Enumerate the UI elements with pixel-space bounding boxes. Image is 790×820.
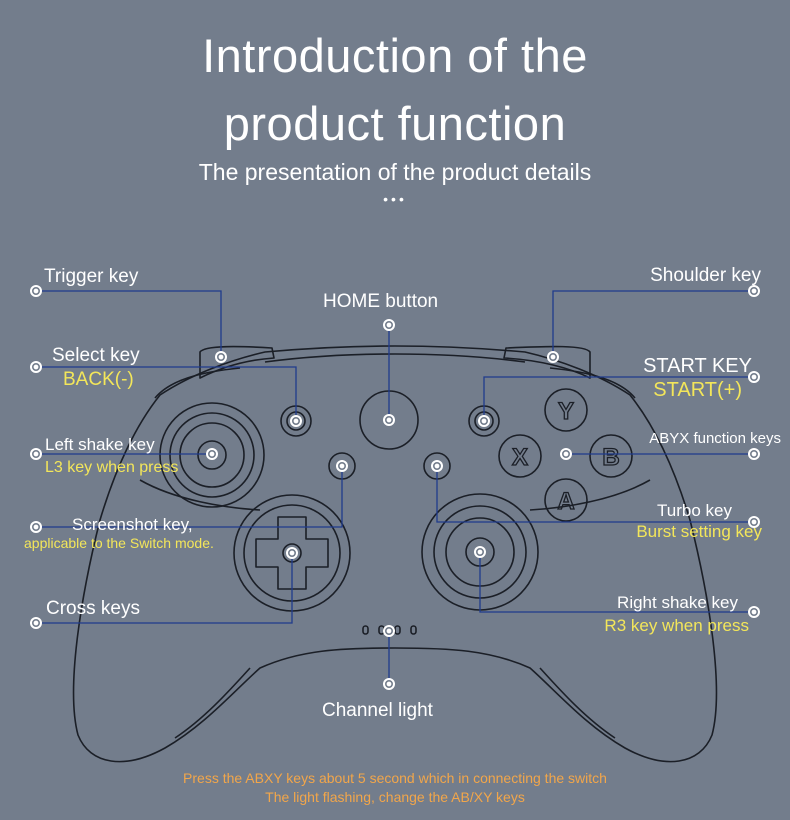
dot-abyx <box>559 447 573 461</box>
label-back-key: BACK(-) <box>63 369 134 390</box>
title-line-2: product function <box>223 97 567 150</box>
controller-top-edge <box>264 353 526 363</box>
y-button-label: Y <box>558 398 574 425</box>
dot-right-stick-label <box>747 605 761 619</box>
footer-note-line-1: Press the ABXY keys about 5 second which… <box>183 770 607 786</box>
dot-home-label <box>382 318 396 332</box>
label-start-plus: START(+) <box>653 379 742 401</box>
a-button-shape <box>544 478 588 522</box>
label-select-key: Select key <box>52 345 140 366</box>
left-stick-center <box>197 440 227 470</box>
label-right-shake-key: Right shake key <box>617 593 738 612</box>
controller-face-edge <box>139 479 261 511</box>
channel-led-1 <box>362 625 369 635</box>
a-button-label: A <box>557 488 574 515</box>
controller-face-edge-r <box>529 479 651 511</box>
dot-channel-label <box>382 677 396 691</box>
dot-shoulder <box>546 350 560 364</box>
dot-shoulder-label <box>747 284 761 298</box>
footer-note-line-2: The light flashing, change the AB/XY key… <box>265 789 525 805</box>
left-stick-ring <box>169 412 255 498</box>
ellipsis-dots: ••• <box>383 191 407 207</box>
label-r3-key: R3 key when press <box>604 616 749 635</box>
dot-trigger-label <box>29 284 43 298</box>
y-button-shape <box>544 388 588 432</box>
dot-channel <box>382 624 396 638</box>
dot-left-stick <box>205 447 219 461</box>
dot-right-stick <box>473 545 487 559</box>
leader-select <box>36 366 297 421</box>
label-start-key: START KEY <box>643 355 752 377</box>
leader-turbo <box>436 466 754 523</box>
b-button-label: B <box>602 444 619 471</box>
label-l3-key: L3 key when press <box>45 459 179 476</box>
dot-abyx-label <box>747 447 761 461</box>
dot-turbo <box>430 459 444 473</box>
dot-cross <box>285 546 299 560</box>
left-stick-ring-outer <box>159 402 265 508</box>
leader-lines <box>36 290 754 684</box>
label-abyx-keys: ABYX function keys <box>649 430 781 447</box>
label-screenshot-key: Screenshot key, <box>72 515 193 534</box>
dot-start <box>477 414 491 428</box>
dot-left-stick-label <box>29 447 43 461</box>
controller-lower-inner <box>174 667 251 739</box>
channel-led-3 <box>394 625 401 635</box>
leader-trigger <box>36 290 222 357</box>
dot-home <box>382 413 396 427</box>
label-home-button: HOME button <box>323 291 439 312</box>
title-line-1: Introduction of the <box>202 29 588 82</box>
dot-screenshot-label <box>29 520 43 534</box>
x-button-shape <box>498 434 542 478</box>
label-trigger-key: Trigger key <box>44 266 139 287</box>
x-button-label: X <box>512 444 528 471</box>
left-stick-cap <box>179 422 245 488</box>
controller-outline <box>72 345 718 763</box>
label-cross-keys: Cross keys <box>46 598 140 619</box>
label-turbo-key: Turbo key <box>657 501 732 520</box>
page-subtitle: The presentation of the product details <box>198 159 592 185</box>
dot-cross-label <box>29 616 43 630</box>
leader-start <box>483 376 754 421</box>
left-trigger-shape <box>199 345 275 379</box>
label-channel-light: Channel light <box>322 700 433 721</box>
b-button-shape <box>589 434 633 478</box>
leader-right-stick <box>479 552 754 613</box>
controller-body <box>72 345 718 763</box>
dot-select <box>289 414 303 428</box>
label-shoulder-key: Shoulder key <box>650 265 761 286</box>
label-left-shake-key: Left shake key <box>45 435 155 454</box>
dot-trigger <box>214 350 228 364</box>
right-shoulder-shape <box>549 367 636 399</box>
dot-screenshot <box>335 459 349 473</box>
controller-lower-inner-r <box>539 667 616 739</box>
label-burst-setting: Burst setting key <box>636 522 762 541</box>
leader-cross <box>36 553 293 624</box>
leader-shoulder <box>552 290 754 357</box>
page-title: Introduction of the product function <box>0 30 790 150</box>
left-shoulder-shape <box>154 367 241 399</box>
channel-led-4 <box>410 625 417 635</box>
dpad-cross <box>255 516 329 590</box>
leader-screenshot <box>36 466 343 528</box>
dot-select-label <box>29 360 43 374</box>
label-screenshot-note: applicable to the Switch mode. <box>24 535 214 551</box>
